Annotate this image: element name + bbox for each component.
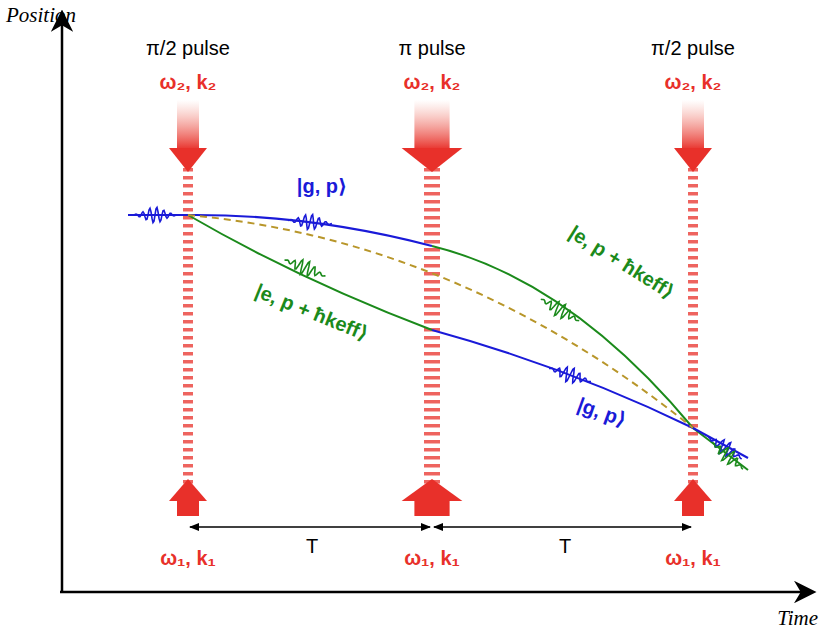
wave-packet: [282, 253, 328, 284]
wave-packet: [704, 431, 746, 465]
beam-label: ω₂, k₂: [665, 71, 722, 93]
interval-label: T: [559, 535, 571, 557]
pulse-label: π/2 pulse: [651, 37, 735, 59]
laser-arrow-up: [682, 500, 704, 516]
axis-label: Position: [6, 4, 76, 27]
laser-arrow-head: [169, 479, 207, 501]
axis-label: Time: [777, 607, 818, 630]
state-label: |g, p⟩: [297, 175, 347, 197]
time-arrows: [190, 527, 691, 528]
trajectory: [432, 330, 693, 428]
laser-arrow-down: [414, 100, 449, 150]
wave-packet: [547, 361, 594, 389]
laser-arrow-up: [414, 500, 449, 516]
laser-arrow-head: [402, 479, 463, 501]
wave-packet: [537, 292, 583, 327]
pulse-label: π/2 pulse: [146, 37, 230, 59]
laser-arrow-down: [177, 100, 199, 150]
standing-wave: [688, 150, 698, 502]
laser-arrow-head: [674, 148, 712, 172]
beam-label: ω₂, k₂: [160, 71, 217, 93]
standing-wave: [183, 150, 193, 502]
state-label: |e, p + ħkeff⟩: [252, 279, 371, 344]
laser-arrow-head: [402, 148, 463, 172]
beam-label: ω₁, k₁: [404, 547, 460, 569]
state-label: |e, p + ħkeff⟩: [565, 221, 678, 303]
interval-label: T: [306, 535, 318, 557]
wave-packet: [708, 437, 748, 474]
trajectory: [188, 215, 693, 428]
laser-arrow-down: [682, 100, 704, 150]
wave-packet: [133, 207, 177, 222]
standing-wave: [424, 150, 440, 502]
beam-label: ω₁, k₁: [665, 547, 721, 569]
state-label: |g, p⟩: [575, 393, 630, 431]
atom-trajectories: [128, 207, 748, 474]
laser-arrow-up: [177, 500, 199, 516]
laser-arrow-head: [674, 479, 712, 501]
laser-arrow-head: [169, 148, 207, 172]
pulse-label: π pulse: [398, 37, 465, 59]
axes: [60, 14, 812, 592]
wave-packet: [287, 213, 332, 232]
laser-beams: [169, 100, 712, 516]
beam-label: ω₂, k₂: [404, 71, 461, 93]
beam-label: ω₁, k₁: [160, 547, 216, 569]
